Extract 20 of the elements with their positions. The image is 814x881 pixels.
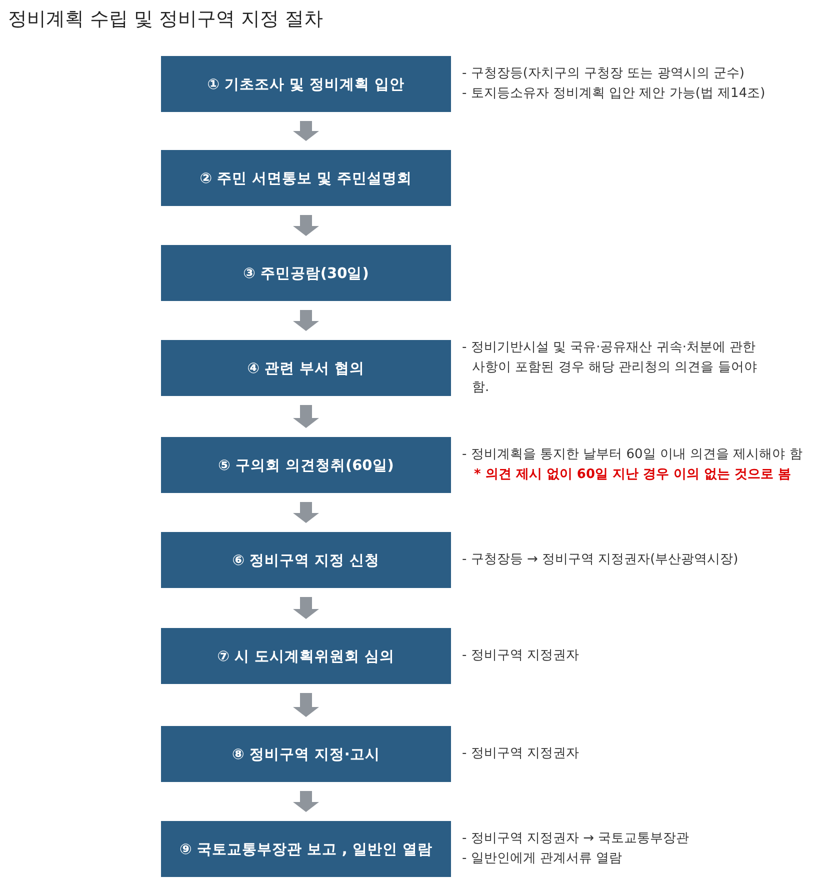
note-text: - 일반인에게 관계서류 열람 [462, 850, 624, 868]
process-box: ⑨ 국토교통부장관 보고 , 일반인 열람 [161, 821, 451, 877]
process-box: ① 기초조사 및 정비계획 입안 [161, 56, 451, 112]
note-text: - 구청장등 → 정비구역 지정권자(부산광역시장) [462, 551, 738, 569]
process-box: ⑧ 정비구역 지정·고시 [161, 726, 451, 782]
process-box: ⑦ 시 도시계획위원회 심의 [161, 628, 451, 684]
process-box: ③ 주민공람(30일) [161, 245, 451, 301]
process-box: ④ 관련 부서 협의 [161, 340, 451, 396]
note-text: - 정비구역 지정권자 → 국토교통부장관 [462, 830, 690, 848]
note-text: - 정비기반시설 및 국유·공유재산 귀속·처분에 관한 사항이 포함된 경우 해당 관리청의 의견을 들어야 함. [462, 339, 758, 397]
note-text: - 정비계획을 통지한 날부터 60일 이내 의견을 제시해야 함 [462, 446, 802, 464]
note-text: - 정비구역 지정권자 [462, 745, 579, 763]
process-box: ② 주민 서면통보 및 주민설명회 [161, 150, 451, 206]
note-text: - 구청장등(자치구의 구청장 또는 광역시의 군수) [462, 65, 746, 83]
title: 정비계획 수립 및 정비구역 지정 절차 [8, 7, 324, 32]
warning-note: * 의견 제시 없이 60일 지난 경우 이의 없는 것으로 봄 [473, 466, 792, 484]
note-text: - 정비구역 지정권자 [462, 647, 579, 665]
process-box: ⑥ 정비구역 지정 신청 [161, 532, 451, 588]
process-box: ⑤ 구의회 의견청취(60일) [161, 437, 451, 493]
note-text: - 토지등소유자 정비계획 입안 제안 가능(법 제14조) [462, 85, 766, 103]
